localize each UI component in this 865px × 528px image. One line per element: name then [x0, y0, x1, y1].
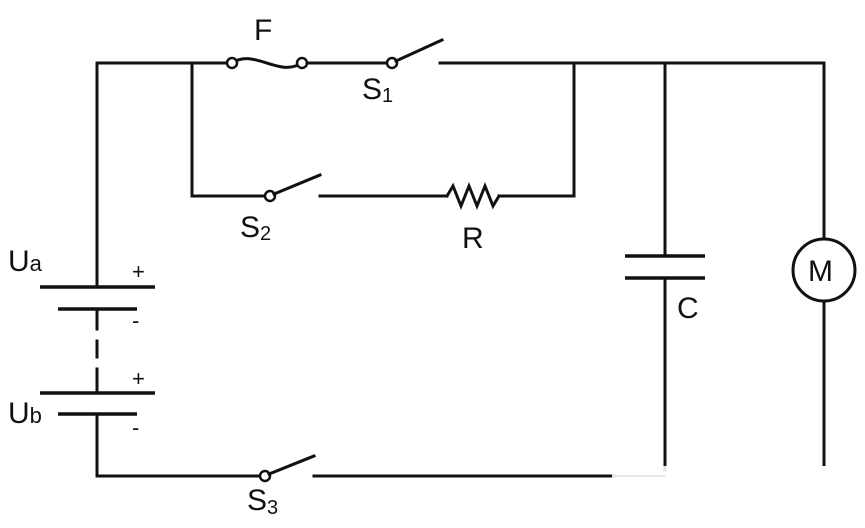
fuse-symbol	[229, 57, 305, 69]
label-battery-ub-plus: +	[132, 366, 145, 391]
switch-s1-blade	[394, 38, 444, 63]
label-battery-ub: Ub	[8, 397, 42, 430]
label-battery-ua-plus: +	[132, 259, 145, 284]
label-motor: M	[808, 255, 833, 288]
switch-s3-blade	[267, 454, 316, 476]
switch-s2-blade	[272, 173, 322, 196]
resistor-symbol	[444, 181, 502, 211]
switch-s3-pivot	[258, 469, 272, 483]
fuse-terminal-left	[225, 56, 239, 70]
label-switch-s2: S2	[240, 211, 271, 245]
label-fuse: F	[254, 14, 272, 47]
label-battery-ua-minus: -	[132, 308, 139, 333]
label-resistor: R	[462, 222, 484, 255]
label-switch-s1: S1	[362, 73, 393, 107]
switch-s2-pivot	[263, 189, 277, 203]
label-battery-ua: Ua	[8, 245, 43, 278]
switch-s1-pivot	[385, 56, 399, 70]
label-battery-ub-minus: -	[132, 415, 139, 440]
label-switch-s3: S3	[247, 484, 278, 519]
label-capacitor: C	[677, 292, 699, 325]
